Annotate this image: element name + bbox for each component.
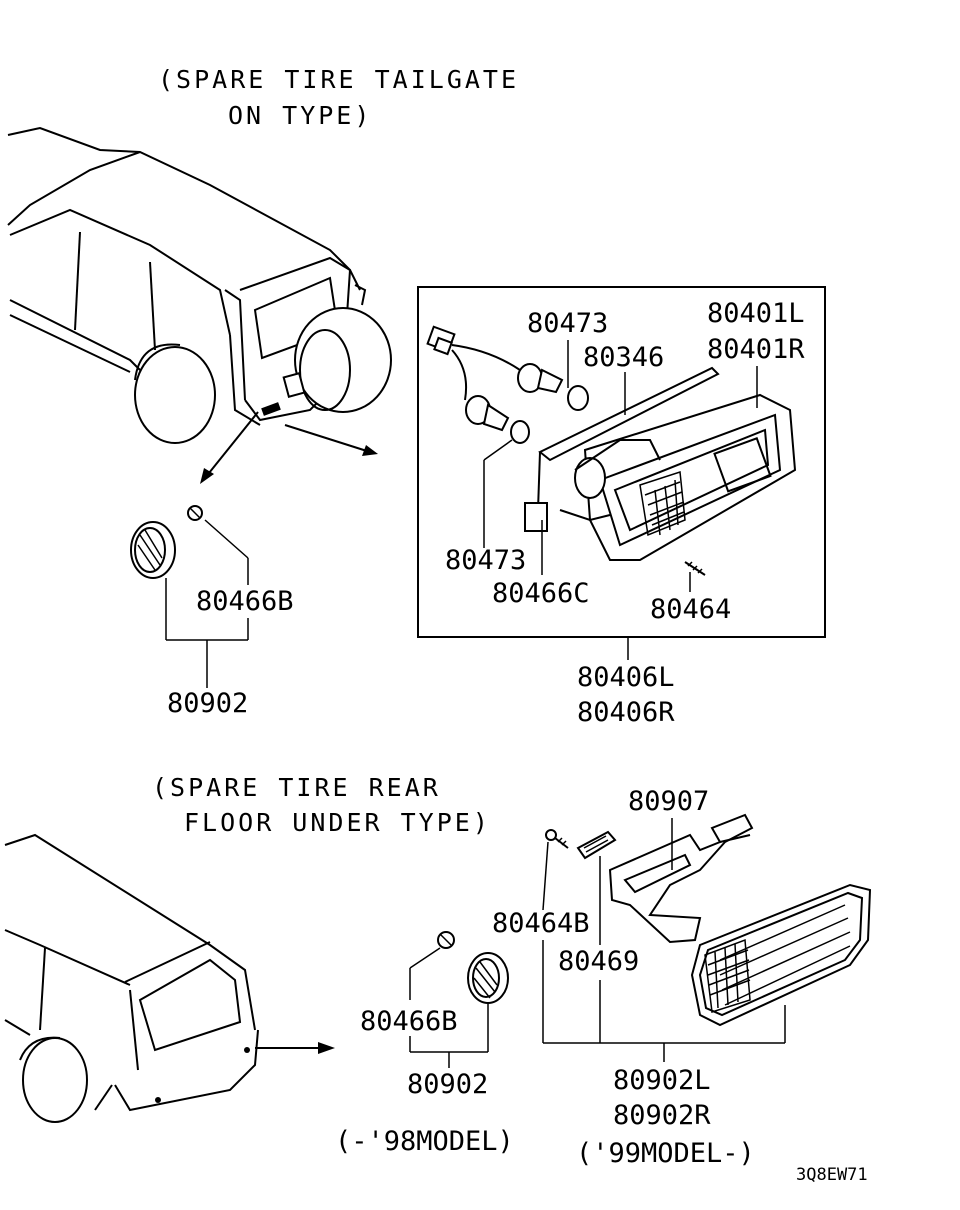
part-label-80902L: 80902L — [613, 1065, 711, 1096]
model-note-early: (-'98MODEL) — [335, 1126, 514, 1157]
part-label-80466B-top: 80466B — [196, 586, 294, 617]
part-label-80346: 80346 — [583, 342, 664, 373]
bottom-section-heading-line2: FLOOR UNDER TYPE) — [184, 808, 491, 837]
bottom-section-heading-line1: (SPARE TIRE REAR — [152, 773, 441, 802]
part-label-80469: 80469 — [558, 946, 639, 977]
part-label-80902R: 80902R — [613, 1100, 711, 1131]
part-label-80473-b: 80473 — [445, 545, 526, 576]
reflector-bottom-illustration — [437, 931, 509, 1004]
rear-lamp-illustration — [426, 325, 797, 576]
part-label-80406L: 80406L — [577, 662, 675, 693]
rear-lamp-assembly-box — [417, 286, 826, 638]
spare-tire-shape — [294, 307, 392, 413]
reflector-top-illustration — [130, 505, 203, 579]
model-note-late: ('99MODEL-) — [576, 1138, 755, 1169]
part-label-80466B-bottom: 80466B — [360, 1006, 458, 1037]
clip-icon — [524, 502, 548, 532]
part-label-80406R: 80406R — [577, 697, 675, 728]
clip-80469-icon — [576, 830, 617, 860]
part-label-80401L: 80401L — [707, 298, 805, 329]
part-label-80902-bottom: 80902 — [407, 1069, 488, 1100]
part-label-80473-a: 80473 — [527, 308, 608, 339]
top-section-heading-line1: (SPARE TIRE TAILGATE — [158, 65, 519, 94]
part-label-80902-top: 80902 — [167, 688, 248, 719]
diagram-code: 3Q8EW71 — [796, 1165, 868, 1185]
part-label-80464B: 80464B — [492, 908, 590, 939]
part-label-80401R: 80401R — [707, 334, 805, 365]
part-label-80464: 80464 — [650, 594, 731, 625]
vehicle-rear-floor-spare-illustration — [4, 833, 335, 1123]
bulb-small-icon — [510, 420, 530, 444]
vehicle-tailgate-spare-illustration — [7, 126, 392, 484]
part-label-80907: 80907 — [628, 786, 709, 817]
bulb-icon — [567, 385, 589, 411]
top-section-heading-line2: ON TYPE) — [228, 101, 372, 130]
rear-reflector-lamp-illustration — [545, 813, 872, 1027]
part-label-80466C: 80466C — [492, 578, 590, 609]
